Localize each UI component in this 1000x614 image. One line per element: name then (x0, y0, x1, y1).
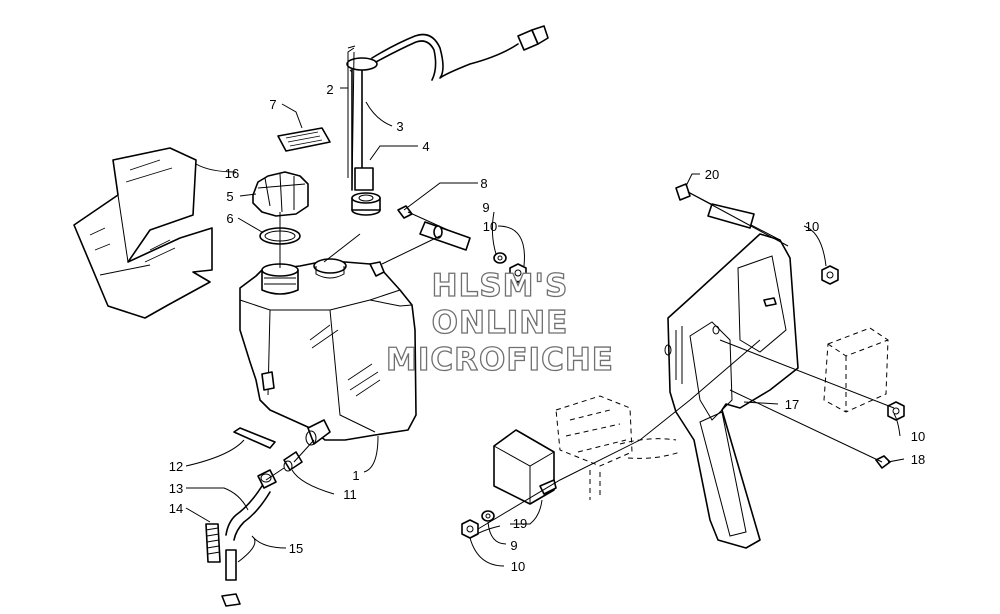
callout-3: 3 (396, 119, 403, 134)
reference-relay-box (823, 327, 889, 413)
part-1-oil-tank (239, 258, 417, 446)
callout-15: 15 (289, 541, 303, 556)
part-5-filler-cap (252, 171, 309, 217)
assembly-lines (265, 191, 895, 530)
callout-7: 7 (269, 97, 276, 112)
part-9-washer-upper (493, 252, 507, 264)
part-7-decal (277, 127, 331, 152)
callout-6: 6 (226, 211, 233, 226)
part-13-hose (225, 469, 277, 541)
watermark: HLSM'S ONLINE MICROFICHE (385, 267, 614, 378)
part-10-nut-lower (461, 519, 479, 539)
part-12-clip (233, 427, 276, 449)
callout-17: 17 (785, 397, 799, 412)
callout-9-lower: 9 (510, 538, 517, 553)
callout-10-lower: 10 (511, 559, 525, 574)
part-20-bolt (675, 183, 781, 241)
watermark-line-1: HLSM'S (432, 268, 569, 304)
callout-13: 13 (169, 481, 183, 496)
callout-2: 2 (326, 82, 333, 97)
callout-12: 12 (169, 459, 183, 474)
callout-9-upper: 9 (482, 200, 489, 215)
part-19-module (493, 429, 557, 505)
callout-14: 14 (169, 501, 183, 516)
callout-10-right-upper: 10 (805, 219, 819, 234)
callout-18: 18 (911, 452, 925, 467)
callout-10-right-lower: 10 (911, 429, 925, 444)
part-10-nut-right-lower (887, 401, 905, 421)
callout-19: 19 (513, 516, 527, 531)
reference-components (555, 395, 681, 500)
part-9-washer-lower (481, 510, 495, 522)
part-11-fitting (283, 451, 303, 472)
callout-5: 5 (226, 189, 233, 204)
part-18-screw (875, 455, 891, 469)
callout-4: 4 (422, 139, 429, 154)
part-4-grommet (351, 192, 381, 216)
callout-16: 16 (225, 166, 239, 181)
watermark-line-2: ONLINE (432, 305, 569, 341)
part-10-nut-upper (509, 263, 527, 283)
callout-20: 20 (705, 167, 719, 182)
callout-10-upper: 10 (483, 219, 497, 234)
callout-11: 11 (343, 487, 357, 502)
part-16-shield (73, 147, 213, 319)
callout-labels: 2 3 4 7 16 5 6 8 9 10 1 11 12 13 14 15 2… (169, 82, 925, 574)
part-2-level-sender (346, 25, 549, 191)
part-14-spring (205, 523, 221, 563)
watermark-line-3: MICROFICHE (386, 342, 614, 378)
callout-leaders (185, 47, 905, 567)
part-15-clamp (221, 549, 241, 607)
part-10-nut-right-upper (821, 265, 839, 285)
part-8-bolt (397, 205, 471, 251)
callout-1: 1 (352, 468, 359, 483)
callout-8: 8 (480, 176, 487, 191)
